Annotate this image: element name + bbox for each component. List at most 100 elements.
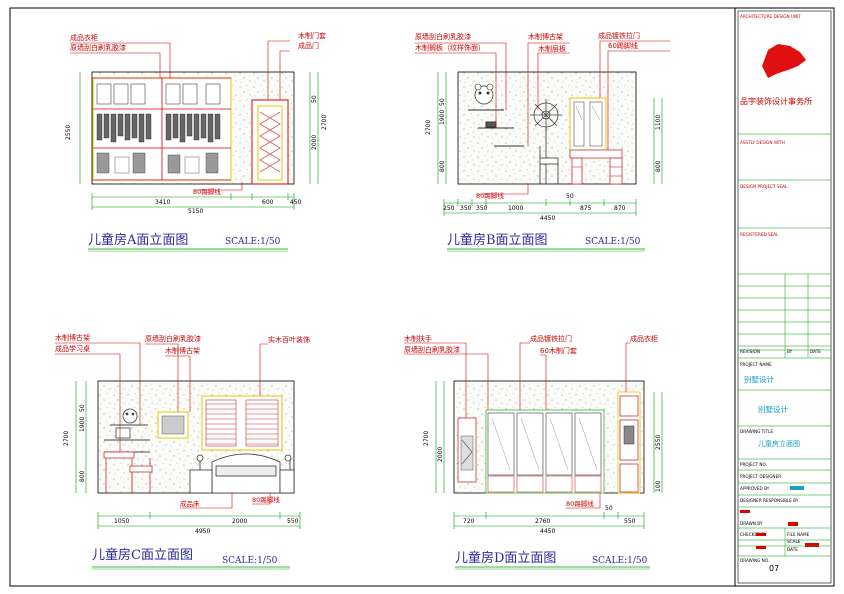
- tb-scale: SCALE: [787, 539, 801, 544]
- label-d-4: 成品衣柜: [630, 334, 658, 343]
- dim-a-h3: 5150: [188, 208, 203, 215]
- tb-drawn: DRAWN BY: [740, 521, 763, 526]
- dim-a-v0: 2550: [65, 125, 72, 140]
- dim-a-v2: 2000: [311, 135, 318, 150]
- tb-registered-seal: REGISTERED SEAL: [740, 232, 779, 237]
- dim-b-v3: 50: [439, 98, 446, 106]
- label-a-0: 成品衣柜: [70, 33, 98, 42]
- dim-b-h1: 350: [460, 205, 472, 212]
- dim-b-h5: 875: [580, 205, 592, 212]
- dim-d-h4: 4450: [540, 528, 555, 535]
- dim-c-v2: 800: [79, 470, 86, 482]
- dim-a-h2: 450: [290, 199, 302, 206]
- label-c-5: 成品床: [180, 499, 200, 508]
- label-a-2: 木制门套: [298, 31, 326, 40]
- door-a: [257, 105, 283, 181]
- chair-b: [539, 146, 559, 184]
- dim-b-h3: 1000: [508, 205, 523, 212]
- louver-panel-c: [201, 395, 283, 451]
- dim-c-v3: 50: [79, 404, 86, 412]
- tb-drawing-no: 07: [769, 564, 779, 573]
- title-b: 儿童房B面立面图: [447, 232, 548, 248]
- dim-d-v2: 2550: [655, 435, 662, 450]
- scale-a: SCALE:1/50: [225, 237, 281, 247]
- dim-c-v1: 1900: [79, 417, 86, 432]
- label-d-5: 80踢脚线: [566, 499, 594, 508]
- dim-b-v5: 800: [655, 160, 662, 172]
- tb-file-name: FILE NAME: [787, 532, 810, 537]
- dim-b-h4: 50: [566, 193, 574, 200]
- dim-d-v3: 100: [655, 480, 662, 492]
- label-c-2: 原墙刮白刷乳胶漆: [145, 334, 201, 343]
- label-b-1: 木制搁板（纹样饰面）: [415, 43, 485, 52]
- drawers-a: [96, 152, 219, 174]
- bookshelf-c: [104, 408, 150, 453]
- tb-company: 品宇装饰设计事务所: [740, 96, 812, 106]
- label-c-3: 木制博古架: [165, 346, 200, 355]
- dim-b-h7: 4450: [540, 215, 555, 222]
- dim-b-v1: 1900: [439, 110, 446, 125]
- label-d-0: 木制扶手: [404, 334, 432, 343]
- dim-b-v4: 1100: [655, 115, 662, 130]
- title-d: 儿童房D面立面图: [455, 550, 556, 566]
- dim-d-v1: 2000: [437, 447, 444, 462]
- tb-project-name-label: PROJECT NAME: [740, 362, 772, 367]
- scale-c: SCALE:1/50: [222, 556, 278, 566]
- dim-d-h0: 720: [463, 518, 475, 525]
- label-c-0: 木制博古架: [55, 333, 90, 342]
- ship-wheel-b: [530, 99, 562, 131]
- dim-d-v0: 2700: [423, 431, 430, 446]
- tb-checked2: CHECKED BY: [740, 532, 767, 537]
- dim-c-h1: 2000: [232, 518, 247, 525]
- dim-c-h3: 4950: [195, 528, 210, 535]
- dresser-b: [569, 97, 623, 185]
- toy-bear-b: [474, 83, 494, 105]
- tb-drawing-title-label: DRAWING TITLE: [740, 429, 773, 434]
- tb-drawing-title: 儿童房立面图: [758, 439, 800, 448]
- tb-project-name-2: 别墅设计: [758, 404, 788, 414]
- dim-b-v2: 800: [439, 160, 446, 172]
- scale-d: SCALE:1/50: [592, 556, 648, 566]
- tb-design-firm: ASSTLY DESIGN WITH: [740, 140, 785, 145]
- elevation-d: 木制扶手 原墙刮白刷乳胶漆 成品镀铁拉门 60木制门套 成品衣柜 80踢脚线 7…: [404, 334, 663, 570]
- label-a-3: 成品门: [298, 41, 319, 50]
- company-logo: [762, 44, 806, 78]
- dim-d-h2: 50: [605, 505, 613, 512]
- handrail-d: [457, 417, 477, 483]
- dim-a-v3: 50: [311, 95, 318, 103]
- dim-d-h3: 550: [624, 518, 636, 525]
- label-d-1: 原墙刮白刷乳胶漆: [404, 345, 460, 354]
- title-a: 儿童房A面立面图: [88, 232, 188, 248]
- dim-b-h6: 870: [614, 205, 626, 212]
- elevation-b: 原墙刮白刷乳胶漆 木制搁板（纹样饰面） 木制博古架 木制层板 成品镀铁拉门 60…: [415, 31, 670, 252]
- tb-rev-1: BY: [787, 349, 793, 354]
- dim-c-v0: 2700: [63, 431, 70, 446]
- tb-project-seal: DESIGN PROJECT SEAL: [740, 184, 788, 189]
- sheet-border: [9, 7, 835, 587]
- bed-c: [189, 453, 295, 494]
- dim-a-h1: 600: [262, 199, 274, 206]
- label-d-3: 60木制门套: [540, 346, 577, 355]
- folded-clothes-a: [96, 83, 221, 105]
- elevation-c: 木制博古架 成品学习桌 原墙刮白刷乳胶漆 木制博古架 实木百叶装饰 成品床 80…: [55, 333, 310, 570]
- tb-project-name: 别墅设计: [744, 374, 774, 384]
- label-b-0: 原墙刮白刷乳胶漆: [415, 32, 471, 41]
- desk-chair-c: [103, 451, 153, 493]
- dim-c-h0: 1050: [114, 518, 129, 525]
- label-b-3: 木制层板: [538, 44, 566, 53]
- tb-unit-label: ARCHITECTURE DESIGN UNIT: [740, 14, 801, 19]
- label-b-2: 木制博古架: [528, 32, 563, 41]
- label-b-4: 成品镀铁拉门: [598, 31, 640, 40]
- tb-rev-0: REVISION: [740, 349, 760, 354]
- dim-c-h2: 550: [287, 518, 299, 525]
- title-block: ARCHITECTURE DESIGN UNIT 品宇装饰设计事务所 ASSTL…: [734, 8, 832, 586]
- label-d-2: 成品镀铁拉门: [530, 334, 572, 343]
- label-a-4: 80踢脚线: [193, 187, 221, 196]
- label-c-1: 成品学习桌: [55, 344, 90, 353]
- tb-drawing-no-label: DRAWING NO.: [740, 558, 769, 563]
- scale-b: SCALE:1/50: [585, 237, 641, 247]
- dim-a-h0: 3410: [155, 199, 170, 206]
- tb-checked: DESIGNER RESPONSIBLE BY: [740, 498, 799, 503]
- hanging-clothes-a: [96, 113, 221, 143]
